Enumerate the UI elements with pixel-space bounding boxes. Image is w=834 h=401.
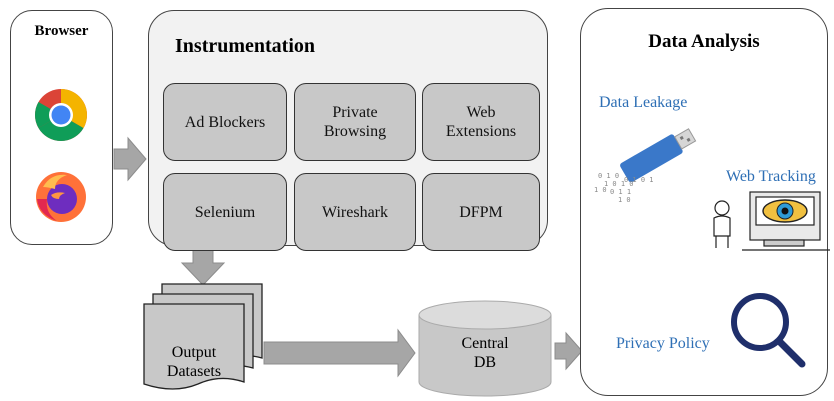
- arrow-output-to-db: [263, 328, 416, 378]
- browser-panel: Browser: [10, 10, 113, 245]
- web-tracking-eye-icon: [713, 191, 830, 251]
- usb-data-leak-icon: 0 1 01 0 1 0 0 1 11 0 1 00 1 0 1: [594, 128, 697, 204]
- tool-dfpm: DFPM: [422, 173, 540, 251]
- tool-wireshark: Wireshark: [294, 173, 416, 251]
- central-db-text: Central DB: [461, 335, 509, 371]
- tool-web-extensions-label: Web Extensions: [445, 104, 517, 140]
- svg-text:0 1 1: 0 1 1: [610, 188, 631, 196]
- output-datasets-text: Output Datasets: [166, 344, 222, 380]
- arrow-browser-to-instrumentation: [113, 136, 147, 182]
- arrow-instrumentation-to-output: [180, 245, 226, 286]
- web-tracking-label: Web Tracking: [726, 168, 816, 185]
- data-leakage-label: Data Leakage: [599, 94, 688, 111]
- chrome-icon: [35, 89, 87, 141]
- output-datasets-stack: [143, 283, 263, 390]
- tool-private-browsing-label: Private Browsing: [323, 104, 387, 140]
- central-db-cylinder: [418, 300, 552, 397]
- svg-text:1 0: 1 0: [618, 196, 631, 204]
- instrumentation-title: Instrumentation: [175, 35, 316, 57]
- firefox-icon: [36, 172, 86, 222]
- privacy-policy-label: Privacy Policy: [616, 335, 710, 352]
- svg-text:0 1 0 1: 0 1 0 1: [624, 176, 654, 184]
- magnifier-icon: [731, 293, 806, 368]
- central-db-label: Central DB: [430, 334, 540, 372]
- svg-text:1 0 1 0: 1 0 1 0: [604, 180, 634, 188]
- data-analysis-title: Data Analysis: [648, 31, 760, 52]
- tool-selenium: Selenium: [163, 173, 287, 251]
- tool-ad-blockers: Ad Blockers: [163, 83, 287, 161]
- browser-title: Browser: [34, 23, 89, 39]
- tool-web-extensions: Web Extensions: [422, 83, 540, 161]
- tool-private-browsing: Private Browsing: [294, 83, 416, 161]
- svg-text:0 1 0: 0 1 0: [598, 172, 619, 180]
- arrow-db-to-analysis: [554, 331, 583, 371]
- output-datasets-label: Output Datasets: [146, 343, 242, 381]
- svg-text:1 0: 1 0: [594, 186, 607, 194]
